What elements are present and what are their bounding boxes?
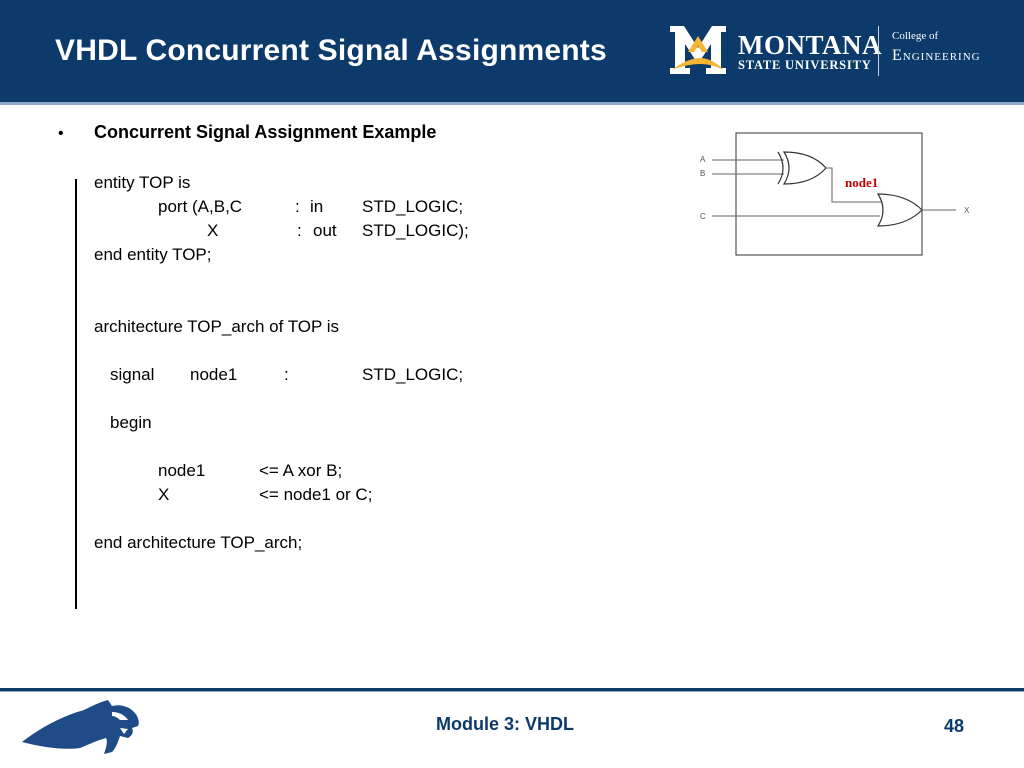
code-port-type-in: STD_LOGIC; (362, 197, 464, 216)
footer-module-label: Module 3: VHDL (436, 714, 574, 734)
logic-circuit-diagram: A B C X node1 (700, 132, 970, 256)
footer-divider-light (0, 691, 1024, 692)
header-divider (0, 102, 1024, 105)
code-signal-colon: : (284, 365, 289, 384)
code-end-entity: end entity TOP; (94, 245, 212, 264)
bullet-symbol: • (58, 125, 64, 142)
code-stmt2-lhs: X (158, 485, 170, 504)
label-input-a: A (700, 155, 706, 164)
logo-divider (878, 26, 879, 76)
montana-m-logo-icon (670, 26, 726, 74)
xor-gate (782, 151, 827, 185)
code-entity-line: entity TOP is (94, 173, 191, 192)
code-port-dir-in: in (310, 197, 324, 216)
code-port-colon: : (295, 197, 300, 216)
bobcat-logo-icon (22, 700, 139, 754)
label-input-c: C (700, 212, 706, 221)
or-gate (876, 193, 923, 227)
code-stmt2-rhs: <= node1 or C; (259, 485, 373, 504)
xor-gate-back-curve (777, 151, 784, 185)
logo-university-text: STATE UNIVERSITY (738, 58, 872, 72)
msu-engineering-logo: MONTANA STATE UNIVERSITY College of Engi… (664, 20, 1014, 80)
code-port-colon2: : (297, 221, 302, 240)
code-end-architecture: end architecture TOP_arch; (94, 533, 303, 552)
footer-divider (0, 688, 1024, 691)
wire-node1 (826, 167, 884, 203)
code-architecture-line: architecture TOP_arch of TOP is (94, 317, 340, 336)
bullet-heading: Concurrent Signal Assignment Example (94, 122, 437, 142)
label-input-b: B (700, 169, 705, 178)
bullet-item: • Concurrent Signal Assignment Example (58, 122, 436, 143)
code-signal-type: STD_LOGIC; (362, 365, 464, 384)
label-node1: node1 (845, 175, 878, 190)
slide-header (0, 0, 1024, 102)
code-signal-name: node1 (190, 365, 238, 384)
code-vertical-rule (75, 179, 77, 609)
circuit-boundary-box (735, 132, 923, 256)
code-stmt1-lhs: node1 (158, 461, 206, 480)
logo-montana-text: MONTANA (738, 30, 882, 60)
code-signal-keyword: signal (110, 365, 155, 384)
code-port-keyword: port (A,B,C (158, 197, 243, 216)
slide-title: VHDL Concurrent Signal Assignments (55, 34, 607, 67)
code-stmt1-rhs: <= A xor B; (259, 461, 343, 480)
code-port-x: X (207, 221, 219, 240)
label-output-x: X (964, 206, 970, 215)
logo-engineering-text: Engineering (892, 47, 981, 64)
code-port-type-out: STD_LOGIC); (362, 221, 469, 240)
code-port-dir-out: out (313, 221, 337, 240)
page-number: 48 (944, 716, 965, 736)
logo-college-of-text: College of (892, 30, 939, 42)
code-begin: begin (110, 413, 152, 432)
